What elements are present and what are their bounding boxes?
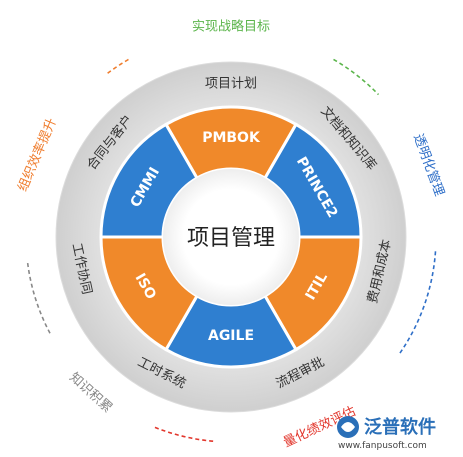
ring-item-1: 项目计划 [205, 77, 257, 92]
goal-label-1: 实现战略目标 [192, 19, 270, 35]
outer-arc-2 [398, 251, 437, 356]
outer-arc-3 [153, 426, 214, 443]
center-circle [163, 169, 299, 305]
segment-label-agile: AGILE [208, 328, 254, 344]
outer-arc-4 [26, 261, 51, 334]
brand-logo-mark [341, 422, 355, 432]
outer-arc-1 [333, 58, 380, 96]
goal-label-4: 知识积累 [66, 369, 115, 416]
outer-dashed-ring [26, 58, 437, 443]
watermark-url: www.fanpusoft.com [338, 441, 427, 451]
segment-label-pmbok: PMBOK [202, 130, 261, 146]
goal-label-2: 透明化管理 [410, 132, 446, 198]
watermark: 泛普软件 www.fanpusoft.com [337, 416, 436, 451]
watermark-brand: 泛普软件 [364, 416, 436, 438]
center-title: 项目管理 [187, 226, 275, 251]
goal-label-5: 组织效率提升 [15, 116, 60, 194]
outer-arc-5 [107, 58, 129, 74]
